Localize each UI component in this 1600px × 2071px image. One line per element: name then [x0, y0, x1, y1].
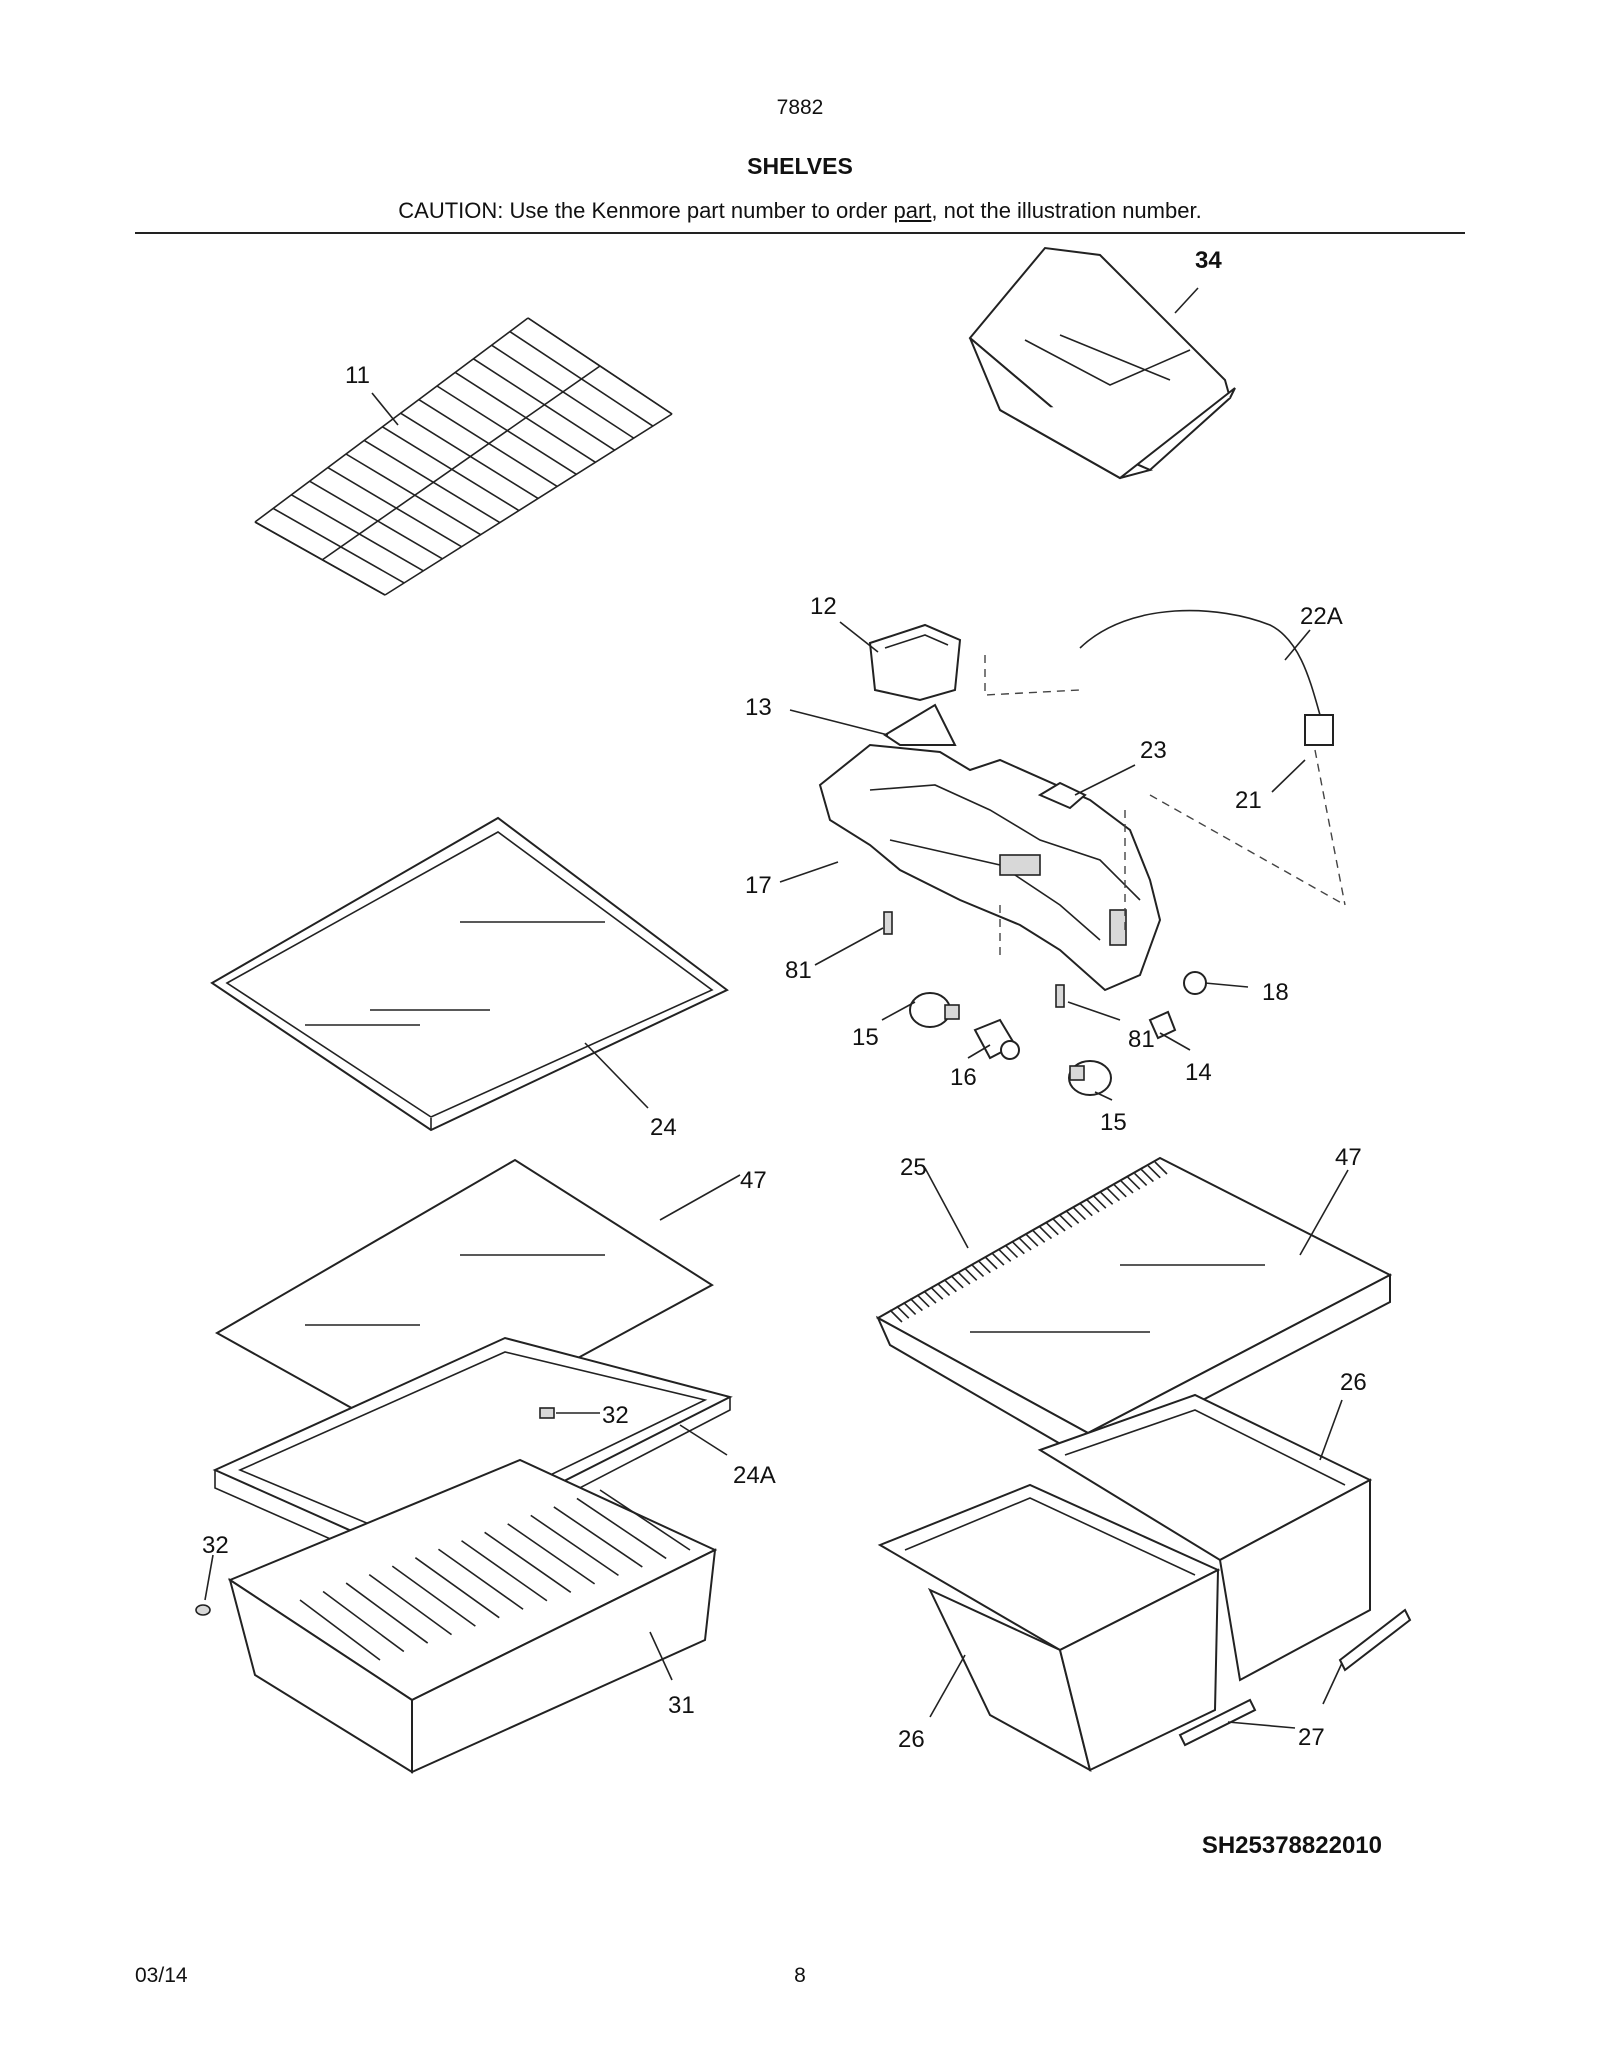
assembly-guide-lines	[984, 655, 1346, 960]
screw-81-right	[1055, 984, 1065, 1008]
callout-16: 16	[950, 1064, 977, 1091]
callout-18: 18	[1262, 979, 1289, 1006]
callout-34: 34	[1195, 247, 1222, 274]
callout-13: 13	[745, 694, 772, 721]
clip-32-top	[539, 1407, 555, 1419]
callout-81-right: 81	[1128, 1026, 1155, 1053]
light-housing-17	[818, 743, 1162, 992]
switch-23	[1037, 781, 1087, 810]
footer-date: 03/14	[135, 1964, 188, 1987]
wire-shelf-11	[254, 317, 673, 596]
lens-13	[883, 703, 957, 746]
callout-21: 21	[1235, 787, 1262, 814]
wire-harness-22a	[1079, 609, 1334, 746]
callout-32-left: 32	[202, 1532, 229, 1559]
crisper-drawer-26-left	[877, 1483, 1221, 1772]
callout-11: 11	[345, 362, 370, 389]
callout-47-left: 47	[740, 1167, 767, 1194]
callout-81-left: 81	[785, 957, 812, 984]
shelf-frame-24a	[212, 1336, 733, 1576]
model-number: 7882	[776, 96, 824, 119]
callout-26-left: 26	[898, 1726, 925, 1753]
caution-prefix: CAUTION: Use the Kenmore part number to …	[398, 198, 894, 223]
caution-note: CAUTION: Use the Kenmore part number to …	[0, 198, 1600, 224]
switch-14	[1148, 1010, 1177, 1040]
light-cover-12	[868, 623, 962, 702]
callout-26-right: 26	[1340, 1369, 1367, 1396]
diagram-reference-code: SH25378822010	[1201, 1832, 1382, 1859]
callout-24a: 24A	[733, 1462, 776, 1489]
screw-81-left	[883, 911, 893, 935]
callout-22a: 22A	[1300, 603, 1343, 630]
callout-15-left: 15	[852, 1024, 879, 1051]
callout-14: 14	[1185, 1059, 1212, 1086]
bulb-15-right	[1068, 1060, 1112, 1096]
bin-34	[968, 246, 1236, 480]
callout-32-top: 32	[602, 1402, 629, 1429]
glass-shelf-24	[210, 816, 729, 1132]
callout-27: 27	[1298, 1724, 1325, 1751]
callout-24: 24	[650, 1114, 677, 1141]
drawer-rail-27-right	[1338, 1608, 1412, 1672]
socket-16	[973, 1018, 1020, 1060]
crisper-drawer-26-right	[1037, 1393, 1373, 1682]
crisper-cover-25	[875, 1156, 1393, 1462]
callout-17: 17	[745, 872, 772, 899]
callout-25: 25	[900, 1154, 927, 1181]
callout-23: 23	[1140, 737, 1167, 764]
caution-suffix: , not the illustration number.	[931, 198, 1202, 223]
callout-15-right: 15	[1100, 1109, 1127, 1136]
crisper-drawer-31	[227, 1458, 718, 1774]
clip-32-left	[195, 1604, 211, 1616]
callout-47-right: 47	[1335, 1144, 1362, 1171]
bulb-15-left	[909, 992, 960, 1028]
section-title: SHELVES	[747, 153, 853, 179]
caution-underlined-word: part	[893, 198, 932, 223]
header-divider	[135, 232, 1465, 234]
callout-leaders	[204, 287, 1349, 1729]
callout-12: 12	[810, 593, 837, 620]
callout-31: 31	[668, 1692, 695, 1719]
drawer-rail-27-left	[1178, 1698, 1257, 1747]
page-number: 8	[794, 1964, 806, 1987]
knob-18	[1183, 971, 1207, 995]
